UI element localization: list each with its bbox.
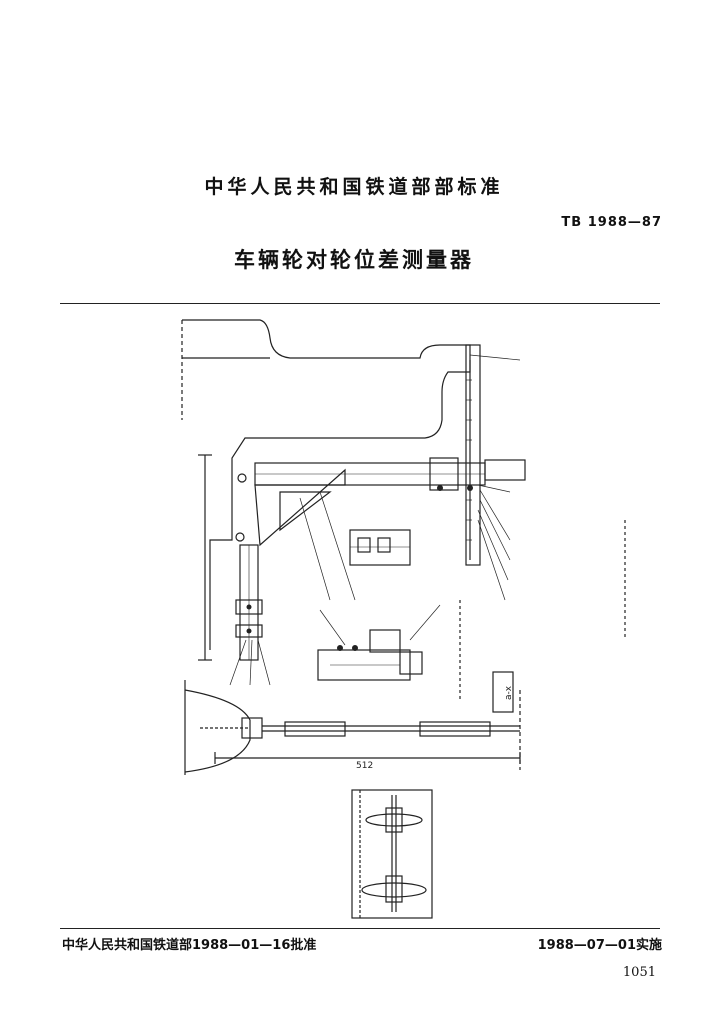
dimension-512-label: 512: [356, 761, 373, 771]
approval-date: 中华人民共和国铁道部1988—01—16批准: [62, 938, 317, 953]
plan-view: [184, 689, 251, 773]
vertical-scale: [465, 344, 481, 566]
implementation-date: 1988—07—01实施: [537, 938, 662, 953]
bottom-rule: [60, 928, 660, 929]
section-detail: [349, 529, 411, 566]
organization-title: 中华人民共和国铁道部部标准: [204, 176, 504, 198]
frame-outline: [182, 319, 471, 650]
wheelset-inset: [351, 789, 433, 919]
page-number: 1051: [622, 965, 656, 980]
triangular-bracket: [254, 468, 346, 547]
top-rule: [60, 303, 660, 304]
standard-code: TB 1988—87: [561, 215, 662, 230]
label-ax: a-x: [504, 685, 514, 700]
document-title: 车辆轮对轮位差测量器: [234, 248, 474, 272]
